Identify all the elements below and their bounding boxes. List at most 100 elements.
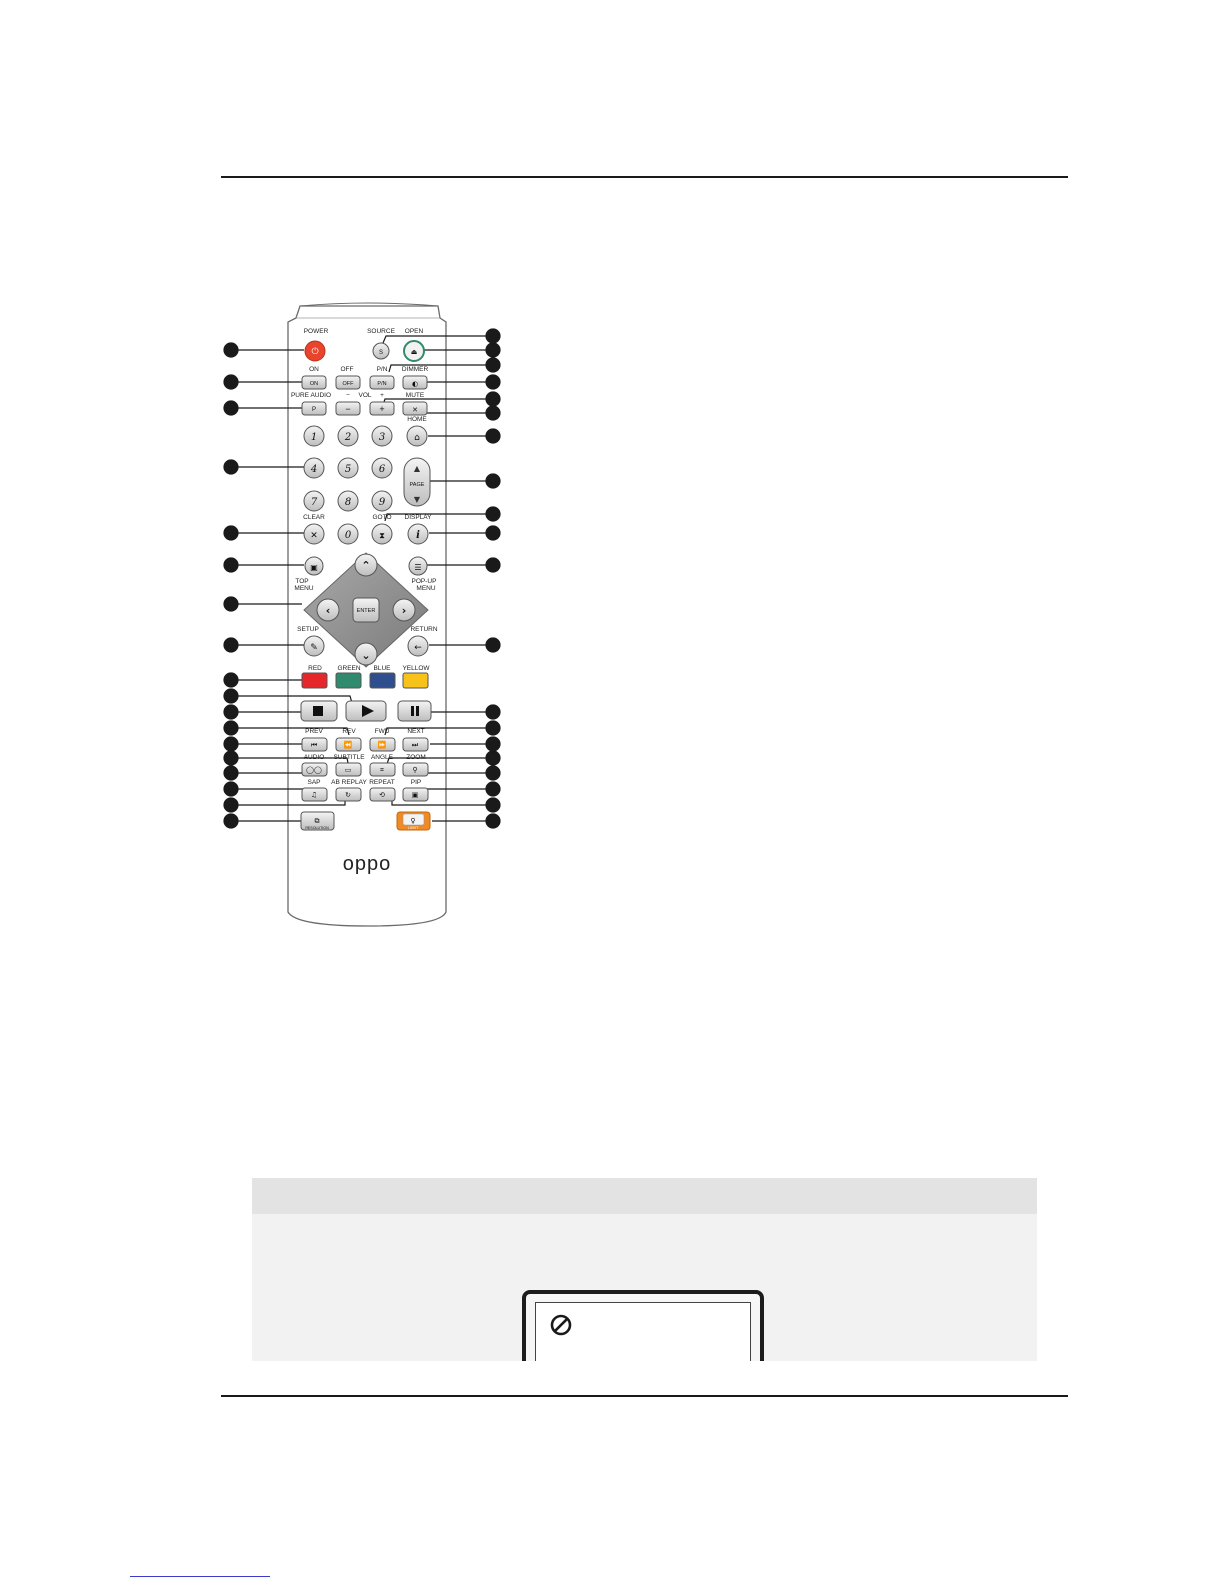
audio-icon: ◯◯ [306,766,322,774]
resolution-button[interactable] [300,811,335,831]
home-icon: ⌂ [414,433,420,443]
return-button[interactable] [407,635,429,657]
ab-replay-icon: ↻ [345,791,351,799]
enter-label: ENTER [357,608,376,614]
power-button[interactable] [304,340,326,362]
note-body [252,1214,1037,1361]
prohibited-icon [550,1314,572,1336]
angle-button[interactable] [369,762,396,777]
digit-8-button[interactable] [337,490,359,512]
clear-button[interactable] [303,523,325,545]
display-illustration [522,1290,764,1361]
remote-control-diagram: POWER SOURCE OPEN ON OFF P/N DIMMER PURE… [223,302,501,927]
pip-button[interactable] [402,787,429,802]
green-button[interactable] [335,672,362,689]
dpad-up-button[interactable] [354,553,378,577]
dpad-right-button[interactable] [392,598,416,622]
vol-up-button[interactable] [369,401,395,416]
enter-button[interactable] [352,597,380,623]
display-button[interactable] [407,523,429,545]
bottom-rule [221,1395,1068,1397]
off-button[interactable] [335,375,361,390]
digit-2-button[interactable] [337,425,359,447]
sap-button[interactable] [301,787,328,802]
zoom-button[interactable] [402,762,429,777]
oppo-logo: oppo [343,853,392,875]
music-icon: ♫ [311,791,317,799]
green-label: GREEN [337,665,360,672]
top-rule [221,176,1068,178]
ab-replay-button[interactable] [335,787,362,802]
power-icon: ⏻ [311,346,318,357]
digit-6-button[interactable] [371,457,393,479]
wrench-icon: ✎ [310,643,318,653]
goto-button[interactable] [371,523,393,545]
source-button[interactable] [372,342,390,360]
vol-minus-label: − [346,392,350,399]
vol-down-button[interactable] [335,401,361,416]
page-rocker[interactable] [403,457,431,507]
popup-menu-button[interactable] [408,556,428,576]
subtitle-button[interactable] [335,762,362,777]
pip-label: PIP [411,779,421,786]
digit-7-label: 7 [311,497,318,508]
digit-8-label: 8 [345,497,351,508]
digit-5-label: 5 [345,464,351,475]
dimmer-label: DIMMER [402,366,429,373]
stop-icon [313,706,323,716]
digit-9-label: 9 [379,497,386,508]
vol-down-button-text: − [345,404,350,414]
home-button[interactable] [406,425,428,447]
on-button[interactable] [301,375,327,390]
rev-button[interactable] [335,737,362,752]
next-label: NEXT [407,728,424,735]
blue-button[interactable] [369,672,396,689]
digit-6-label: 6 [379,464,386,475]
top-menu-label: TOP [295,578,308,585]
pause-icon [411,706,414,716]
pause-button[interactable] [397,700,432,722]
open-button[interactable] [403,340,425,362]
digit-4-label: 4 [310,464,317,475]
vol-plus-label: + [380,392,384,399]
fwd-button[interactable] [369,737,396,752]
pn-button[interactable] [369,375,395,390]
dimmer-button[interactable] [402,375,428,390]
power-label: POWER [304,328,329,335]
fast-forward-icon: ⏩ [378,740,387,749]
vol-up-button-text: + [379,404,384,414]
button-labels: POWER SOURCE OPEN ON OFF P/N DIMMER PURE… [291,328,438,786]
dimmer-icon: ◐ [412,380,418,388]
mute-button[interactable] [402,401,428,416]
dpad-down-button[interactable] [354,642,378,666]
setup-button[interactable] [303,635,325,657]
digit-7-button[interactable] [303,490,325,512]
digit-0-button[interactable] [337,523,359,545]
note-header-bar [252,1178,1037,1214]
popup-menu-label: POP-UP [412,578,437,585]
source-label: SOURCE [367,328,395,335]
pure-audio-button[interactable] [301,401,327,416]
next-button[interactable] [402,737,429,752]
chevron-down-icon: ⌄ [361,649,370,662]
red-button[interactable] [301,672,328,689]
popup-menu-icon: ☰ [414,563,421,572]
yellow-label: YELLOW [402,665,430,672]
digit-1-label: 1 [311,432,317,443]
digit-0-label: 0 [345,530,352,541]
prev-button[interactable] [301,737,328,752]
digit-5-button[interactable] [337,457,359,479]
dpad-left-button[interactable] [316,598,340,622]
yellow-button[interactable] [402,672,429,689]
digit-4-button[interactable] [303,457,325,479]
digit-1-button[interactable] [303,425,325,447]
display-screen [535,1302,751,1361]
repeat-button[interactable] [369,787,396,802]
mute-icon: ✕ [412,406,418,414]
audio-button[interactable] [301,762,328,777]
popup-menu-label-2: MENU [416,585,435,592]
digit-9-button[interactable] [371,490,393,512]
digit-3-button[interactable] [371,425,393,447]
top-menu-button[interactable] [304,556,324,576]
